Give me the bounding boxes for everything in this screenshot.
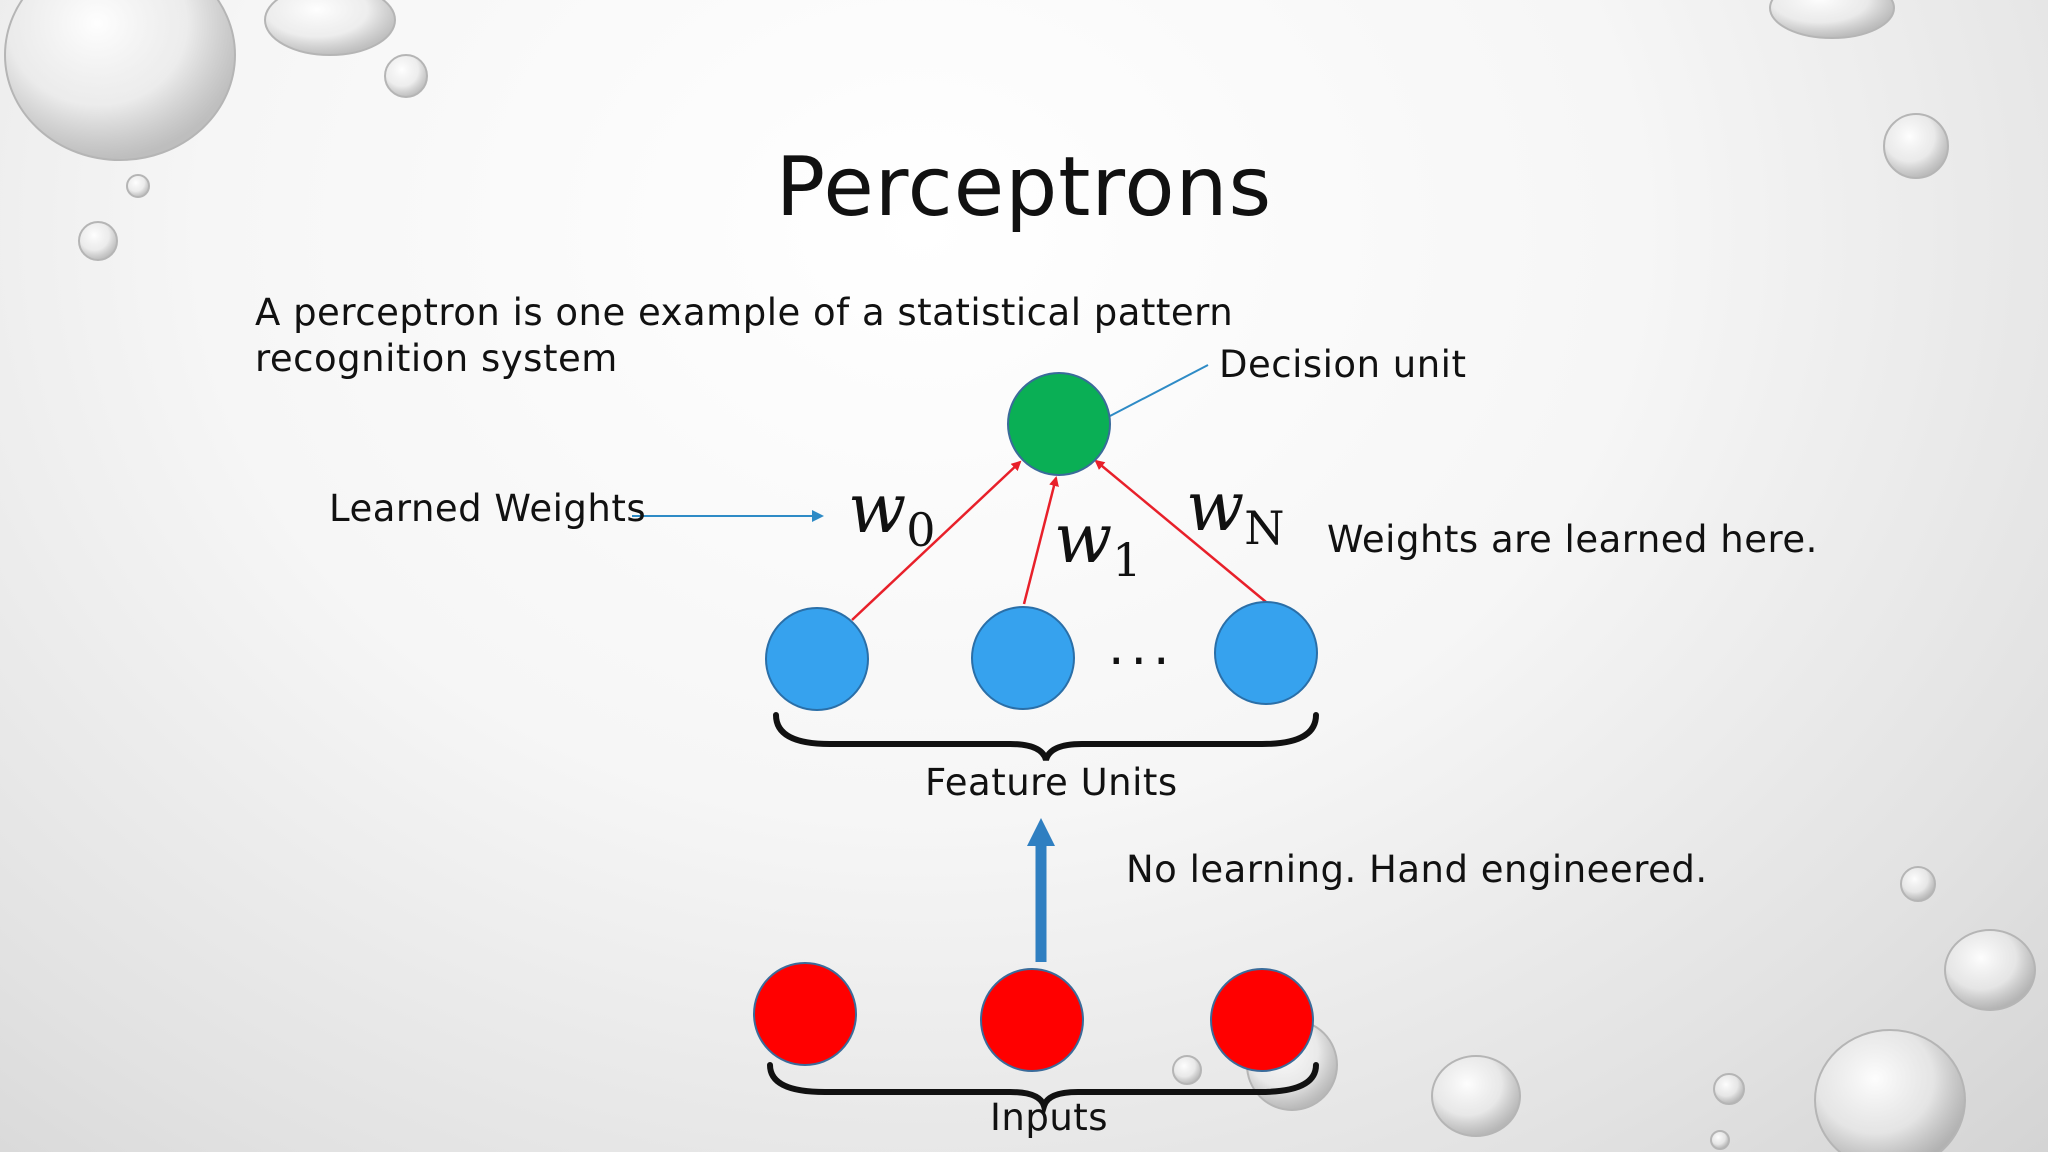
input-unit-node	[1210, 968, 1314, 1072]
decision-unit-node	[1007, 372, 1111, 476]
feature-units-brace	[773, 712, 1319, 762]
feature-unit-node	[971, 606, 1075, 710]
learned-weights-label: Learned Weights	[329, 487, 647, 530]
droplet-decoration	[1710, 1130, 1730, 1150]
feature-unit-node	[765, 607, 869, 711]
droplet-decoration	[4, 0, 236, 161]
weight-symbol: w	[848, 470, 907, 549]
weight-1-label: w1	[1054, 500, 1142, 587]
droplet-decoration	[1814, 1029, 1966, 1152]
weight-subscript: 0	[906, 503, 936, 557]
input-unit-node	[980, 968, 1084, 1072]
weight-arrow-n	[1094, 459, 1267, 603]
droplet-decoration	[1883, 113, 1949, 179]
droplet-decoration	[264, 0, 396, 56]
feature-unit-node	[1214, 601, 1318, 705]
weights-note: Weights are learned here.	[1327, 518, 1818, 561]
droplet-decoration	[1713, 1073, 1745, 1105]
weight-subscript: N	[1244, 501, 1285, 555]
weight-0-label: w0	[848, 470, 936, 557]
droplet-decoration	[384, 54, 428, 98]
weight-n-label: wN	[1186, 468, 1284, 555]
droplet-decoration	[126, 174, 150, 198]
input-unit-node	[753, 962, 857, 1066]
weight-symbol: w	[1054, 500, 1113, 579]
droplet-decoration	[1900, 866, 1936, 902]
weight-arrow-1	[1022, 476, 1059, 605]
droplet-decoration	[78, 221, 118, 261]
intro-text: A perceptron is one example of a statist…	[255, 291, 1234, 380]
weight-symbol: w	[1186, 468, 1245, 547]
decision-unit-leader-line	[1109, 364, 1209, 417]
inputs-brace	[767, 1062, 1319, 1117]
weight-arrow-0	[851, 460, 1022, 621]
no-learning-note: No learning. Hand engineered.	[1126, 848, 1708, 891]
decorative-droplets	[4, 0, 2036, 1152]
feature-units-label: Feature Units	[925, 761, 1178, 804]
droplet-decoration	[1431, 1055, 1521, 1137]
weight-subscript: 1	[1112, 533, 1142, 587]
page-title: Perceptrons	[775, 140, 1273, 235]
droplet-decoration	[1172, 1055, 1202, 1085]
inputs-label: Inputs	[990, 1096, 1109, 1139]
feature-units-ellipsis: ...	[1108, 617, 1176, 677]
droplet-decoration	[1769, 0, 1895, 39]
hand-engineered-flow-arrowhead	[1027, 818, 1055, 846]
decision-unit-label: Decision unit	[1219, 343, 1467, 386]
droplet-decoration	[1944, 929, 2036, 1011]
